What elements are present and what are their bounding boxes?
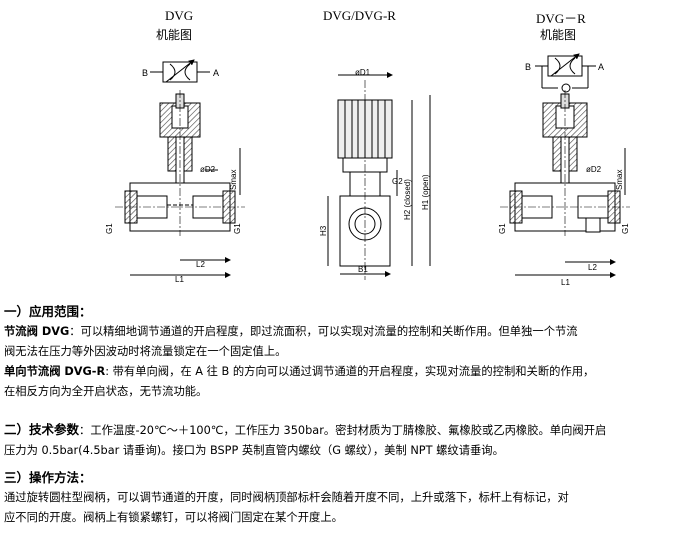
- section1-para2-line2: 在相反方向为全开启状态，无节流功能。: [4, 385, 208, 398]
- section2-text: ：工作温度-20℃～＋100℃，工作压力 350bar。密封材质为丁腈橡胶、氟橡…: [79, 424, 607, 437]
- dim-l1-right: L1: [561, 278, 570, 287]
- dim-d2-left: øD2: [200, 165, 216, 174]
- side-view-drawing: [327, 72, 431, 280]
- dim-h3: H3: [319, 225, 328, 236]
- section2-line1: 二）技术参数：工作温度-20℃～＋100℃，工作压力 350bar。密封材质为丁…: [4, 420, 684, 441]
- section3-line1: 通过旋转圆柱型阀柄，可以调节通道的开度，同时阀柄顶部标杆会随着开度不同，上升或落…: [4, 491, 569, 504]
- section1-para2-text: : 带有单向阀，在 A 往 B 的方向可以通过调节通道的开启程度，实现对流量的控…: [105, 365, 595, 378]
- dvg-symbol: B A: [142, 59, 219, 83]
- dvg-valve-drawing: [115, 90, 245, 278]
- dim-d2-right: øD2: [586, 165, 602, 174]
- dvg-title: DVG: [165, 8, 194, 23]
- dim-h1: H1 (open): [421, 174, 430, 210]
- dvg-subtitle: 机能图: [156, 28, 193, 42]
- section1-para2-line1: 单向节流阀 DVG-R: 带有单向阀，在 A 往 B 的方向可以通过调节通道的开…: [4, 362, 684, 382]
- dim-smax-left: Smax: [229, 170, 238, 190]
- section1-para1-text: ：可以精细地调节通道的开启程度，即过流面积，可以实现对流量的控制和关断作用。但单…: [69, 325, 578, 338]
- section3-heading: 三）操作方法：: [4, 470, 92, 485]
- term-dvg-r: 单向节流阀 DVG-R: [4, 365, 106, 378]
- dim-g1-left-r: G1: [233, 223, 242, 234]
- section2-line2: 压力为 0.5bar(4.5bar 请垂询)。接口为 BSPP 英制直管内螺纹（…: [4, 444, 504, 457]
- section1-para1-line2: 阀无法在压力等外因波动时将流量锁定在一个固定值上。: [4, 345, 287, 358]
- dvgr-subtitle: 机能图: [540, 28, 577, 42]
- section-application: 一）应用范围： 节流阀 DVG：可以精细地调节通道的开启程度，即过流面积，可以实…: [4, 302, 684, 402]
- section1-para1-line1: 节流阀 DVG：可以精细地调节通道的开启程度，即过流面积，可以实现对流量的控制和…: [4, 322, 684, 342]
- section2-heading: 二）技术参数: [4, 422, 80, 437]
- section-operation: 三）操作方法： 通过旋转圆柱型阀柄，可以调节通道的开度，同时阀柄顶部标杆会随着开…: [4, 468, 684, 528]
- dim-g1-right-r: G1: [621, 223, 630, 234]
- symbol-label-b: B: [142, 68, 148, 78]
- symbol-label-a: A: [213, 68, 219, 78]
- dim-b1: B1: [358, 265, 368, 274]
- dim-g1-left: G1: [105, 223, 114, 234]
- dim-h2: H2 (closed): [403, 179, 412, 220]
- section3-line2: 应不同的开度。阀柄上有锁紧螺钉，可以将阀门固定在某个开度上。: [4, 511, 343, 524]
- symbol-label-a2: A: [598, 62, 604, 72]
- section1-heading: 一）应用范围：: [4, 304, 92, 319]
- section-parameters: 二）技术参数：工作温度-20℃～＋100℃，工作压力 350bar。密封材质为丁…: [4, 420, 684, 461]
- technical-drawing: DVG 机能图 DVG/DVG-R DVG－R 机能图 B A: [105, 8, 630, 287]
- dim-smax-right: Smax: [615, 170, 624, 190]
- dim-g2: G2: [392, 177, 403, 186]
- dim-l2-right: L2: [588, 263, 597, 272]
- dvgr-title: DVG－R: [536, 11, 586, 26]
- dvgr-symbol: B A: [525, 53, 604, 93]
- dim-g1-right: G1: [498, 223, 507, 234]
- dim-d1: øD1: [355, 68, 371, 77]
- dvg-dvgr-title: DVG/DVG-R: [323, 8, 396, 23]
- dvgr-valve-drawing: [500, 90, 630, 278]
- symbol-label-b2: B: [525, 62, 531, 72]
- term-dvg: 节流阀 DVG: [4, 325, 70, 338]
- drawing-svg: B A øD2 Smax G1 G1 L1 L2: [105, 53, 630, 287]
- dim-l2-left: L2: [196, 260, 205, 269]
- dim-l1-left: L1: [175, 275, 184, 284]
